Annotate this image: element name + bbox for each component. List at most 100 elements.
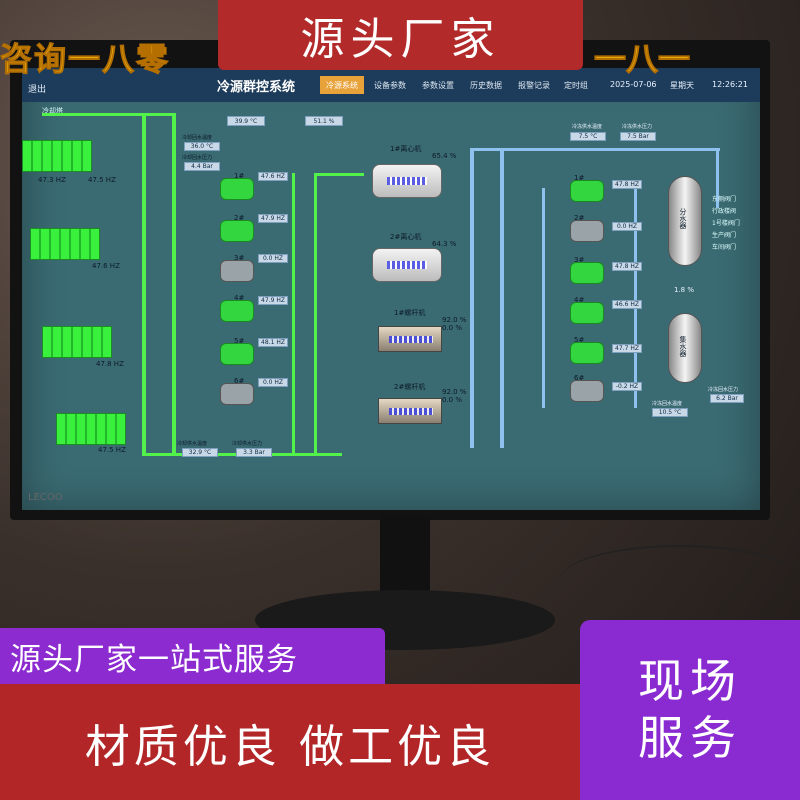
top-title-banner: 源头厂家	[218, 0, 583, 70]
top-right-banner-text: 一八一	[593, 40, 691, 79]
onsite-service-panel: 现场 服务	[580, 620, 800, 800]
chiller-coil	[387, 261, 427, 269]
chilled-pipe	[470, 148, 474, 448]
cool-supply-pressure-label: 冷却供水压力	[232, 441, 263, 447]
valve-item[interactable]: 东侧阀门	[712, 196, 737, 203]
cooling-pipe	[292, 173, 295, 453]
pump-name: 3#	[234, 254, 245, 262]
cooling-pipe	[142, 113, 146, 453]
clock: 12:26:21	[712, 80, 748, 89]
chilled-pipe	[470, 148, 720, 151]
pump-freq: -0.2 HZ	[612, 382, 642, 391]
cooling-pipe	[42, 113, 176, 116]
cooling-tower	[56, 413, 126, 445]
valve-item[interactable]: 车间阀门	[712, 244, 737, 251]
chiller-name: 2#螺杆机	[394, 383, 426, 391]
tab-param-settings[interactable]: 参数设置	[422, 80, 454, 90]
cooling-tower	[42, 326, 112, 358]
pump-freq: 0.0 HZ	[612, 222, 642, 231]
chilled-return-temp-label: 冷冻回水温度	[652, 401, 683, 407]
tower-freq: 47.8 HZ	[96, 360, 124, 368]
tower-freq: 47.5 HZ	[98, 446, 126, 454]
monitor-brand-logo: LECOO	[28, 492, 63, 503]
chiller-coil	[387, 177, 427, 185]
chilled-pump[interactable]	[570, 380, 604, 402]
cooling-pipe	[172, 113, 176, 453]
tower-freq: 47.6 HZ	[92, 262, 120, 270]
chilled-pump[interactable]	[570, 180, 604, 202]
chilled-return-pressure: 6.2 Bar	[710, 394, 744, 403]
cooling-pump[interactable]	[220, 260, 254, 282]
cool-supply-temp: 32.9 °C	[182, 448, 218, 457]
tab-timer-groups[interactable]: 定时组	[564, 80, 588, 90]
chilled-pump[interactable]	[570, 342, 604, 364]
pump-freq: 0.0 HZ	[258, 254, 288, 263]
exit-button[interactable]: 退出	[28, 85, 47, 95]
centrifugal-chiller[interactable]	[372, 164, 442, 198]
cool-return-pressure-label: 冷却回水压力	[182, 155, 213, 161]
cooling-tower-label: 冷却塔	[42, 107, 63, 115]
cooling-pump[interactable]	[220, 300, 254, 322]
chilled-pump[interactable]	[570, 302, 604, 324]
valve-item[interactable]: 行政楼阀	[712, 208, 737, 215]
pump-name: 5#	[234, 337, 245, 345]
onsite-line-2: 服务	[638, 711, 742, 765]
tab-history[interactable]: 历史数据	[470, 80, 502, 90]
chiller-name: 2#离心机	[390, 233, 422, 241]
chiller-name: 1#螺杆机	[394, 309, 426, 317]
cooling-pump[interactable]	[220, 383, 254, 405]
pump-name: 3#	[574, 256, 585, 264]
screen-topbar	[22, 68, 760, 102]
water-collector-label: 集水器	[679, 336, 687, 357]
chilled-supply-temp: 7.5 °C	[570, 132, 606, 141]
service-strip: 源头厂家一站式服务	[0, 628, 385, 684]
chiller-load: 64.3 %	[432, 240, 457, 248]
valve-item[interactable]: 生产阀门	[712, 232, 737, 239]
tab-device-params[interactable]: 设备参数	[374, 80, 406, 90]
pump-name: 6#	[234, 377, 245, 385]
tab-alarms[interactable]: 报警记录	[518, 80, 550, 90]
pump-freq: 47.9 HZ	[258, 296, 288, 305]
water-distributor-tank	[668, 176, 702, 266]
chilled-return-pressure-label: 冷冻回水压力	[708, 387, 739, 393]
pump-freq: 0.0 HZ	[258, 378, 288, 387]
system-title: 冷源群控系统	[217, 80, 296, 95]
cooling-pipe	[314, 173, 364, 176]
cooling-pipe	[314, 173, 317, 453]
screw-chiller[interactable]	[378, 398, 442, 424]
chilled-supply-pressure-label: 冷冻供水压力	[622, 124, 653, 130]
pump-name: 1#	[574, 174, 585, 182]
chilled-supply-pressure: 7.5 Bar	[620, 132, 656, 141]
cooling-tower	[30, 228, 100, 260]
cool-supply-pressure: 3.3 Bar	[236, 448, 272, 457]
water-collector-tank	[668, 313, 702, 383]
cooling-pump[interactable]	[220, 343, 254, 365]
cooling-pump[interactable]	[220, 178, 254, 200]
chilled-pump[interactable]	[570, 262, 604, 284]
chiller-load: 92.0 %	[442, 316, 467, 324]
chilled-pipe	[500, 148, 504, 448]
water-distributor-label: 分水器	[679, 208, 687, 229]
pump-name: 6#	[574, 374, 585, 382]
cable	[560, 545, 800, 615]
chilled-pipe	[716, 148, 719, 208]
chiller-load-secondary: 0.0 %	[442, 396, 463, 404]
chilled-return-temp: 10.5 °C	[652, 408, 688, 417]
tab-cold-source[interactable]: 冷源系统	[320, 76, 364, 94]
pump-name: 2#	[574, 214, 585, 222]
valve-item[interactable]: 1号楼阀门	[712, 220, 740, 227]
pump-freq: 47.9 HZ	[258, 214, 288, 223]
pump-name: 4#	[234, 294, 245, 302]
chiller-load: 92.0 %	[442, 388, 467, 396]
centrifugal-chiller[interactable]	[372, 248, 442, 282]
cool-return-pressure: 4.4 Bar	[184, 162, 220, 171]
bypass-valve-opening: 1.8 %	[674, 286, 695, 294]
chilled-pump[interactable]	[570, 220, 604, 242]
chiller-name: 1#离心机	[390, 145, 422, 153]
screw-chiller[interactable]	[378, 326, 442, 352]
pump-name: 5#	[574, 336, 585, 344]
chiller-load: 65.4 %	[432, 152, 457, 160]
humidity: 51.1 %	[305, 116, 343, 126]
cooling-pump[interactable]	[220, 220, 254, 242]
